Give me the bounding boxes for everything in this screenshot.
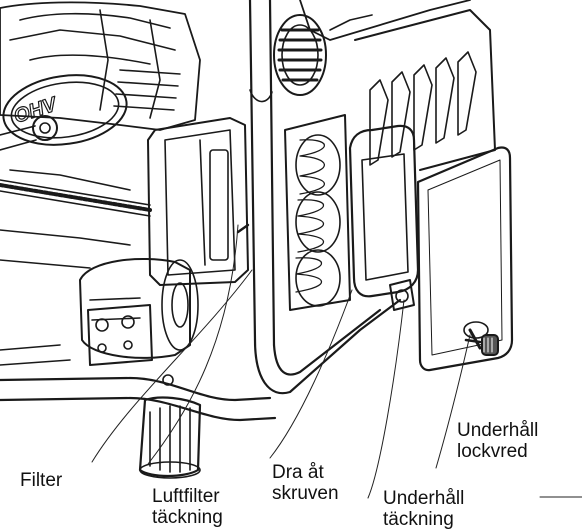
label-screw-line1: Dra åt bbox=[272, 462, 324, 483]
drive-belt bbox=[0, 169, 152, 269]
leader-luftfilter bbox=[147, 224, 239, 465]
label-luftfilter-line1: Luftfilter bbox=[152, 486, 220, 507]
label-knob-line1: Underhåll bbox=[457, 420, 539, 441]
fuel-tank-cap bbox=[273, 14, 327, 96]
leader-knob bbox=[435, 334, 471, 469]
cover-lock-knob bbox=[463, 321, 499, 356]
label-underhall-tackning: Underhåll täckning bbox=[383, 488, 464, 530]
label-knob-line2: lockvred bbox=[457, 441, 528, 462]
spark-plug bbox=[0, 115, 58, 151]
leader-lines bbox=[91, 224, 582, 499]
label-underhall-lockvred: Underhåll lockvred bbox=[457, 420, 538, 462]
engine-block bbox=[0, 1, 201, 131]
air-filter-cover bbox=[348, 124, 420, 298]
engine-housing-right bbox=[354, 9, 496, 171]
ohv-valve-cover: OHV bbox=[2, 74, 128, 146]
leader-cover bbox=[367, 299, 405, 499]
leader-filter bbox=[91, 269, 253, 463]
label-filter: Filter bbox=[20, 470, 62, 491]
label-screw-line2: skruven bbox=[272, 483, 339, 504]
frame-tube-bottom bbox=[0, 298, 402, 422]
rubber-foot bbox=[138, 374, 202, 479]
mounting-bracket bbox=[87, 304, 153, 366]
label-luftfilter-line2: täckning bbox=[152, 507, 223, 528]
frame-top bbox=[299, 0, 471, 41]
label-dra-at-skruven: Dra åt skruven bbox=[272, 462, 339, 504]
leader-screw bbox=[269, 289, 353, 459]
maintenance-cover bbox=[416, 146, 514, 372]
frame-tube-vertical bbox=[248, 0, 276, 347]
air-filter-element bbox=[284, 114, 351, 311]
frame-screw bbox=[389, 279, 415, 311]
label-cover-line1: Underhåll bbox=[383, 488, 465, 509]
label-luftfilter-tackning: Luftfilter täckning bbox=[152, 486, 223, 528]
air-filter-housing bbox=[147, 117, 250, 286]
label-filter-text: Filter bbox=[20, 470, 63, 491]
ohv-logo: OHV bbox=[11, 93, 61, 128]
label-cover-line2: täckning bbox=[383, 509, 454, 530]
